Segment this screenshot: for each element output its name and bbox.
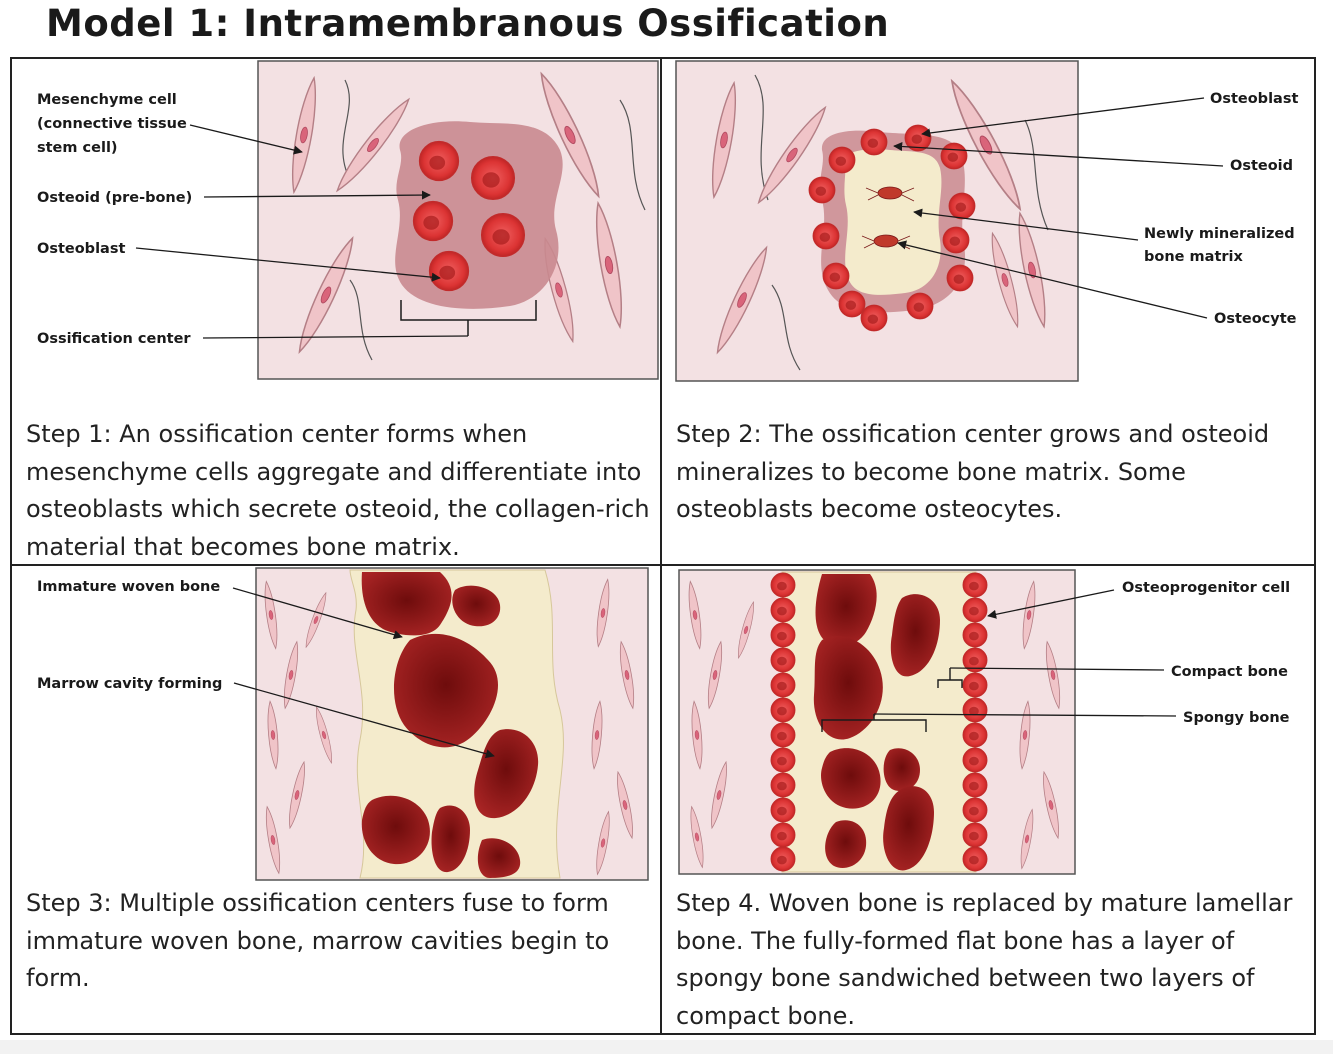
footer-strip [0,1040,1333,1054]
panel-4-callouts: Osteoprogenitor cell Compact bone Spongy… [873,580,1290,726]
grid-border-bottom [10,1033,1316,1035]
caption-step-3: Step 3: Multiple ossification centers fu… [26,889,610,992]
panel-2-illustration [675,60,1079,382]
label-osteoid-pre-bone: Osteoid (pre-bone) [37,190,192,206]
panel-1-callouts: Mesenchyme cell (connective tissue stem … [37,92,469,347]
label-marrow-cavity-forming: Marrow cavity forming [37,676,222,692]
label-osteoprogenitor-cell: Osteoprogenitor cell [1122,580,1290,596]
caption-step-2: Step 2: The ossification center grows an… [676,420,1270,523]
caption-step-4: Step 4. Woven bone is replaced by mature… [676,889,1293,1030]
label-compact-bone: Compact bone [1171,664,1288,680]
label-immature-woven-bone: Immature woven bone [37,579,220,595]
label-newly-mineralized-line2: bone matrix [1144,249,1243,265]
label-osteocyte: Osteocyte [1214,311,1297,327]
panel-1-illustration [257,60,659,380]
caption-step-1: Step 1: An ossification center forms whe… [26,420,650,561]
grid-border-top [10,57,1316,59]
grid-divider-horizontal [10,564,1316,566]
label-mesenchyme-cell: Mesenchyme cell [37,92,177,108]
label-osteoid: Osteoid [1230,158,1293,174]
panel-3-callouts: Immature woven bone Marrow cavity formin… [37,579,495,759]
label-ossification-center: Ossification center [37,331,191,347]
panel-3-illustration [255,567,649,881]
label-osteoblast-1: Osteoblast [37,241,125,257]
panel-2-callouts: Osteoblast Osteoid Newly mineralized bon… [893,91,1298,327]
grid-border-right [1314,57,1316,1035]
label-osteoblast-2: Osteoblast [1210,91,1298,107]
page-title: Model 1: Intramembranous Ossification [46,2,890,45]
grid-divider-vertical [660,57,662,1035]
label-newly-mineralized: Newly mineralized [1144,226,1295,242]
panel-4-illustration [678,569,1076,875]
label-spongy-bone: Spongy bone [1183,710,1290,726]
label-mesenchyme-cell-line3: stem cell) [37,140,118,156]
grid-border-left [10,57,12,1035]
label-mesenchyme-cell-line2: (connective tissue [37,116,187,132]
